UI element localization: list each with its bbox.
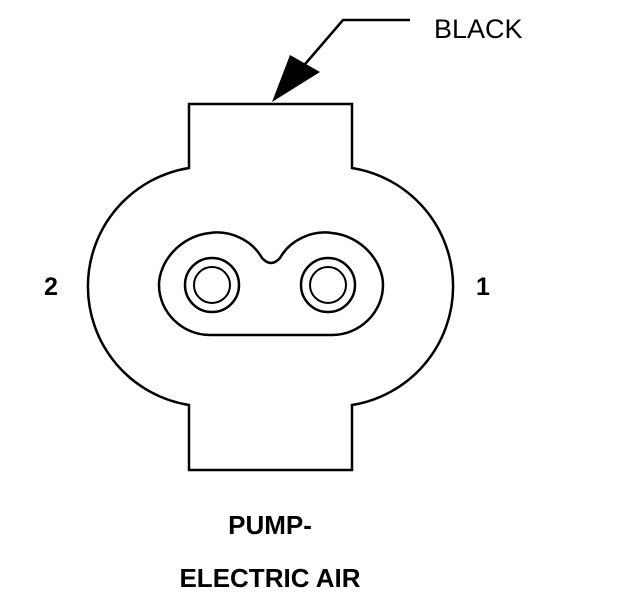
wire-color-label: BLACK — [434, 14, 523, 44]
pin-2-inner-ring — [193, 266, 231, 304]
leader-arrowhead — [272, 55, 320, 102]
leader-line — [299, 18, 410, 71]
socket-insert — [157, 231, 385, 337]
pin-1-outer-ring — [299, 256, 357, 314]
caption-line-1: PUMP- — [228, 510, 312, 540]
pin-1-inner-ring — [309, 266, 347, 304]
pin-2-label: 2 — [44, 273, 58, 301]
caption-line-2: ELECTRIC AIR — [179, 563, 361, 593]
connector-housing — [86, 102, 455, 472]
pin-1-label: 1 — [476, 273, 490, 301]
pin-2-outer-ring — [183, 256, 241, 314]
